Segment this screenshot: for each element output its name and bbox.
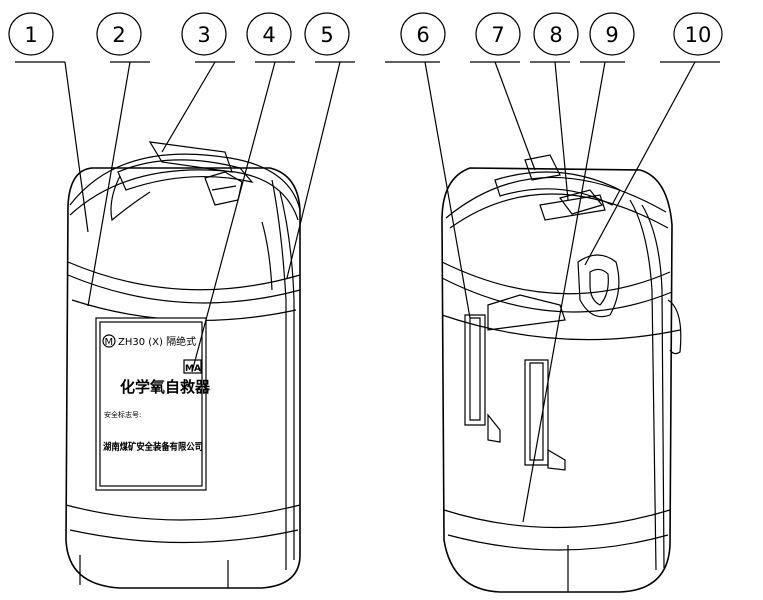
label-plate xyxy=(95,317,207,491)
callout-4-bubble xyxy=(246,12,292,56)
callout-10-number: 10 xyxy=(685,23,712,47)
callout-3-number: 3 xyxy=(197,23,210,47)
callout-8-bubble xyxy=(533,12,579,56)
callout-1-number: 1 xyxy=(24,23,37,47)
callout-1-bubble xyxy=(8,12,54,56)
callout-9-number: 9 xyxy=(605,23,618,47)
callout-2-bubble xyxy=(96,12,142,56)
front-view-device xyxy=(65,141,301,589)
model-text: ZH30 (X) 隔绝式 xyxy=(118,335,196,348)
callout-8-number: 8 xyxy=(549,23,562,47)
callout-2-number: 2 xyxy=(112,23,125,47)
product-title: 化学氧自救器 xyxy=(120,378,211,396)
callout-4-number: 4 xyxy=(262,23,275,47)
rear-view-device xyxy=(441,154,682,593)
label-plate-text: M ZH30 (X) 隔绝式 MA 化学氧自救器 安全标志号: 湖南煤矿安全装备… xyxy=(102,334,211,453)
callout-5-bubble xyxy=(304,12,350,56)
callout-5-number: 5 xyxy=(320,23,333,47)
callout-9-bubble xyxy=(589,12,635,56)
callout-6-number: 6 xyxy=(416,23,429,47)
callout-6-bubble xyxy=(400,12,446,56)
callout-3-bubble xyxy=(181,12,227,56)
callout-7-bubble xyxy=(475,12,521,56)
callout-7-number: 7 xyxy=(491,23,504,47)
safety-mark-text: 安全标志号: xyxy=(104,410,141,419)
maker-logo: M xyxy=(105,337,114,348)
callouts: 1 2 3 4 5 6 7 8 9 10 xyxy=(8,12,723,523)
maker-name: 湖南煤矿安全装备有限公司 xyxy=(103,441,203,453)
callout-10-bubble xyxy=(673,12,723,56)
